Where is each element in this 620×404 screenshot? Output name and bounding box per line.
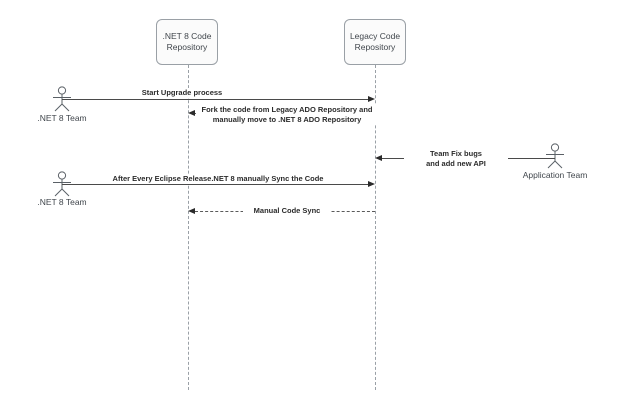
participant-label-dotnet8-repo: .NET 8 Code Repository bbox=[162, 31, 212, 52]
message-line-start-upgrade bbox=[62, 99, 368, 100]
actor-application-team[interactable] bbox=[541, 143, 569, 169]
message-label-team-fix-bugs: Team Fix bugs and add new API bbox=[404, 149, 508, 168]
arrow-head-team-fix-bugs bbox=[375, 154, 382, 161]
message-label-eclipse-sync: After Every Eclipse Release.NET 8 manual… bbox=[88, 174, 348, 184]
actor-label-dotnet8-team-1: .NET 8 Team bbox=[37, 113, 87, 123]
message-label-fork-code: Fork the code from Legacy ADO Repository… bbox=[196, 105, 378, 124]
stick-figure-icon bbox=[53, 171, 71, 197]
actor-label-dotnet8-team-2: .NET 8 Team bbox=[37, 197, 87, 207]
arrow-head-manual-code-sync bbox=[188, 207, 195, 214]
arrow-head-eclipse-sync bbox=[368, 180, 375, 187]
actor-label-application-team: Application Team bbox=[522, 170, 588, 180]
message-label-start-upgrade: Start Upgrade process bbox=[105, 88, 259, 98]
message-label-manual-code-sync: Manual Code Sync bbox=[243, 206, 331, 216]
participant-label-legacy-repo: Legacy Code Repository bbox=[349, 31, 401, 52]
participant-box-legacy-repo[interactable]: Legacy Code Repository bbox=[344, 19, 406, 65]
stick-figure-icon bbox=[546, 143, 564, 169]
arrow-head-fork-code bbox=[188, 109, 195, 116]
message-line-eclipse-sync bbox=[62, 184, 368, 185]
lifeline-legacy-repo bbox=[375, 65, 376, 390]
lifeline-dotnet8-repo bbox=[188, 65, 189, 390]
arrow-head-start-upgrade bbox=[368, 95, 375, 102]
actor-dotnet8-team-2[interactable] bbox=[48, 171, 76, 197]
participant-box-dotnet8-repo[interactable]: .NET 8 Code Repository bbox=[156, 19, 218, 65]
